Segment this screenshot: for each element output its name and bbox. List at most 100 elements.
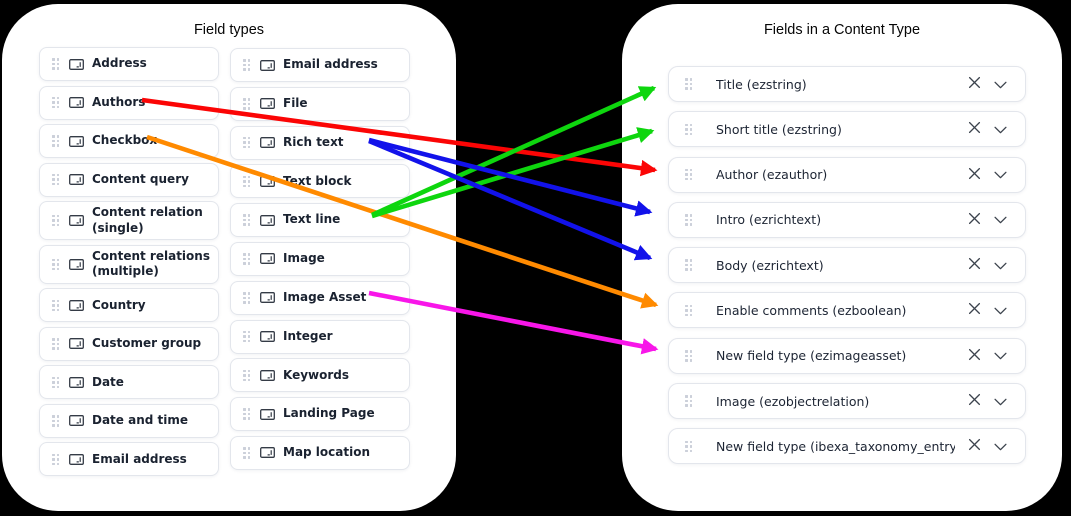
drag-handle-icon[interactable]	[52, 173, 59, 186]
drag-handle-icon[interactable]	[243, 98, 250, 110]
field-type-card[interactable]: Landing Page	[230, 397, 410, 432]
field-type-card[interactable]: Text line	[230, 203, 410, 238]
drag-handle-icon[interactable]	[685, 168, 692, 181]
field-type-card[interactable]: Email address	[230, 48, 410, 82]
field-type-card[interactable]: Content relation (single)	[39, 201, 219, 241]
remove-field-button[interactable]	[961, 116, 987, 142]
field-type-card[interactable]: Date and time	[39, 403, 219, 438]
drag-handle-icon[interactable]	[52, 258, 59, 271]
collapse-field-button[interactable]	[987, 116, 1013, 142]
drag-handle-icon[interactable]	[685, 395, 692, 407]
content-type-field-row[interactable]: Author (ezauthor)	[668, 156, 1026, 193]
field-type-icon	[260, 214, 275, 227]
drag-handle-icon[interactable]	[685, 123, 692, 136]
collapse-field-button[interactable]	[987, 162, 1013, 188]
content-type-field-row[interactable]: Intro (ezrichtext)	[668, 201, 1026, 238]
field-type-card[interactable]: Text block	[230, 164, 410, 199]
field-type-label: Checkbox	[92, 133, 158, 148]
drag-handle-icon[interactable]	[243, 447, 250, 459]
remove-field-button[interactable]	[961, 433, 987, 459]
drag-handle-icon[interactable]	[685, 214, 692, 226]
drag-handle-icon[interactable]	[685, 304, 692, 317]
drag-handle-icon[interactable]	[52, 453, 59, 466]
collapse-field-button[interactable]	[987, 207, 1013, 233]
field-type-card[interactable]: Map location	[230, 435, 410, 470]
field-type-card[interactable]: Email address	[39, 442, 219, 477]
field-type-card[interactable]: Customer group	[39, 326, 219, 361]
drag-handle-icon[interactable]	[243, 175, 250, 188]
drag-handle-icon[interactable]	[52, 58, 59, 70]
content-type-field-row[interactable]: Title (ezstring)	[668, 66, 1026, 102]
collapse-field-button[interactable]	[987, 388, 1013, 414]
drag-handle-icon[interactable]	[243, 59, 250, 71]
field-types-title: Field types	[193, 22, 265, 38]
content-type-field-row[interactable]: Body (ezrichtext)	[668, 247, 1026, 284]
drag-handle-icon[interactable]	[243, 136, 250, 149]
field-type-card[interactable]: Image Asset	[230, 280, 410, 315]
field-type-card[interactable]: Country	[39, 288, 219, 323]
field-type-label: Date and time	[92, 413, 189, 428]
drag-handle-icon[interactable]	[52, 135, 59, 147]
drag-handle-icon[interactable]	[52, 214, 59, 227]
collapse-field-button[interactable]	[987, 297, 1013, 323]
content-type-field-row[interactable]: Short title (ezstring)	[668, 111, 1026, 148]
content-type-field-label: Title (ezstring)	[716, 76, 807, 92]
field-type-label: Image	[283, 251, 325, 266]
field-type-card[interactable]: Rich text	[230, 125, 410, 160]
content-type-field-row[interactable]: New field type (ibexa_taxonomy_entry_ass…	[668, 428, 1026, 465]
close-icon	[968, 212, 981, 228]
close-icon	[968, 76, 981, 92]
content-type-field-row[interactable]: Enable comments (ezboolean)	[668, 292, 1026, 329]
collapse-field-button[interactable]	[987, 71, 1013, 97]
field-type-card[interactable]: Image	[230, 241, 410, 276]
collapse-field-button[interactable]	[987, 433, 1013, 459]
field-type-icon	[69, 58, 84, 71]
drag-handle-icon[interactable]	[52, 338, 59, 350]
drag-handle-icon[interactable]	[243, 292, 250, 304]
field-type-card[interactable]: Keywords	[230, 358, 410, 393]
field-type-card[interactable]: Address	[39, 47, 219, 81]
field-type-card[interactable]: File	[230, 86, 410, 121]
field-type-card[interactable]: Content relations (multiple)	[39, 244, 219, 284]
remove-field-button[interactable]	[961, 207, 987, 233]
collapse-field-button[interactable]	[987, 343, 1013, 369]
content-type-field-label: Short title (ezstring)	[716, 121, 842, 137]
drag-handle-icon[interactable]	[52, 415, 59, 427]
remove-field-button[interactable]	[961, 71, 987, 97]
drag-handle-icon[interactable]	[243, 408, 250, 420]
field-type-card[interactable]: Integer	[230, 319, 410, 354]
remove-field-button[interactable]	[961, 388, 987, 414]
field-type-label: Text line	[283, 212, 341, 227]
drag-handle-icon[interactable]	[243, 253, 250, 265]
field-type-card[interactable]: Date	[39, 365, 219, 400]
chevron-down-icon	[993, 348, 1007, 363]
drag-handle-icon[interactable]	[243, 369, 250, 382]
field-type-icon	[69, 414, 84, 427]
field-type-card[interactable]: Authors	[39, 85, 219, 120]
field-type-card[interactable]: Content query	[39, 162, 219, 197]
field-type-icon	[69, 258, 84, 271]
drag-handle-icon[interactable]	[685, 78, 692, 90]
remove-field-button[interactable]	[961, 343, 987, 369]
content-type-field-row[interactable]: New field type (ezimageasset)	[668, 337, 1026, 374]
field-type-icon	[69, 214, 84, 227]
drag-handle-icon[interactable]	[52, 299, 59, 312]
drag-handle-icon[interactable]	[685, 259, 692, 271]
remove-field-button[interactable]	[961, 252, 987, 278]
remove-field-button[interactable]	[961, 297, 987, 323]
chevron-down-icon	[993, 439, 1007, 454]
drag-handle-icon[interactable]	[243, 330, 250, 343]
field-type-card[interactable]: Checkbox	[39, 124, 219, 158]
drag-handle-icon[interactable]	[685, 440, 692, 453]
field-type-label: Customer group	[92, 336, 202, 351]
content-type-field-label: Author (ezauthor)	[716, 167, 828, 183]
drag-handle-icon[interactable]	[243, 214, 250, 226]
collapse-field-button[interactable]	[987, 252, 1013, 278]
drag-handle-icon[interactable]	[685, 350, 692, 362]
drag-handle-icon[interactable]	[52, 376, 59, 389]
content-type-field-row[interactable]: Image (ezobjectrelation)	[668, 383, 1026, 420]
drag-handle-icon[interactable]	[52, 96, 59, 109]
remove-field-button[interactable]	[961, 162, 987, 188]
